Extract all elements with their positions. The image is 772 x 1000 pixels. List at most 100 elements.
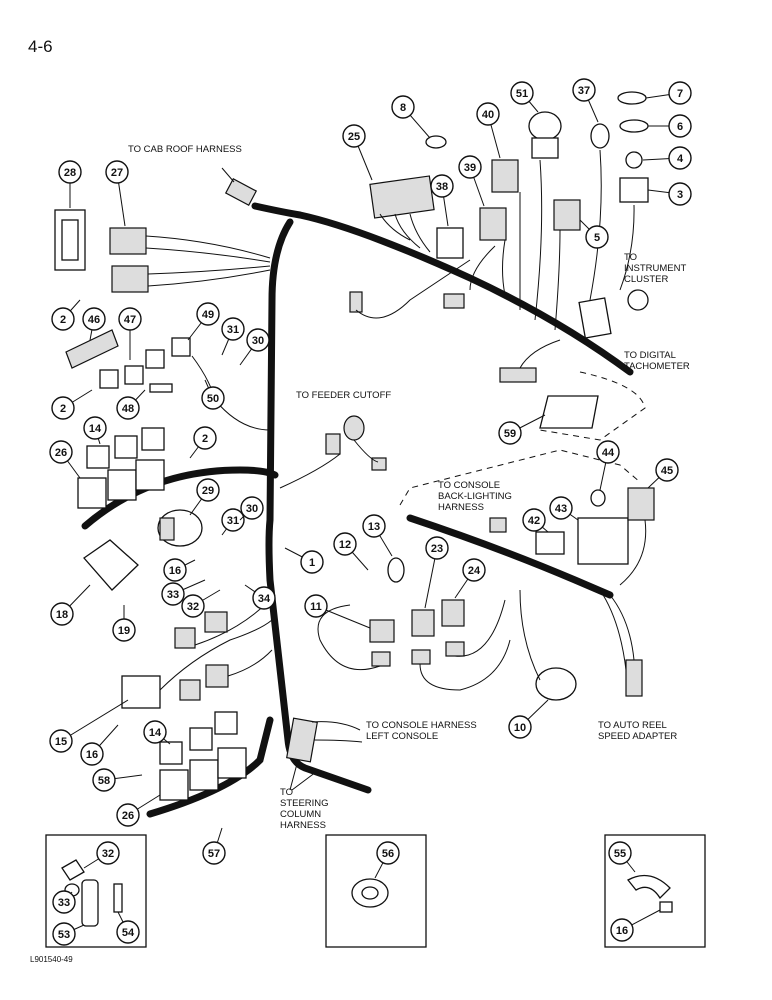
part-49-relay (171, 337, 191, 357)
callout-circle (196, 302, 220, 326)
callout-number: 14 (89, 423, 102, 435)
part-15-module (121, 675, 161, 709)
callout-number: 29 (202, 485, 214, 497)
part-51-switch (528, 111, 562, 141)
callout-26: 26 (49, 440, 81, 479)
callout-number: 31 (227, 324, 239, 336)
callout-53: 53 (52, 922, 85, 946)
callout-31: 31 (221, 508, 245, 536)
part-5-switch (553, 199, 581, 231)
callout-number: 1 (309, 557, 315, 569)
callout-49: 49 (187, 302, 220, 341)
label-steering-column: TO STEERING COLUMN HARNESS (280, 787, 329, 831)
svg-text:BACK-LIGHTING: BACK-LIGHTING (438, 491, 512, 502)
svg-text:CLUSTER: CLUSTER (624, 274, 668, 285)
callout-circle (655, 458, 679, 482)
callout-26: 26 (116, 794, 161, 827)
callout-circle (83, 416, 107, 440)
callout-25: 25 (342, 124, 373, 181)
callout-circle (252, 586, 276, 610)
callout-2: 2 (51, 389, 93, 420)
callout-number: 16 (86, 749, 98, 761)
callout-3: 3 (647, 182, 692, 206)
part-40-switch (491, 159, 519, 193)
callout-number: 26 (122, 810, 134, 822)
callout-circle (96, 841, 120, 865)
dashed-link-backlight (399, 449, 641, 506)
svg-text:LEFT CONSOLE: LEFT CONSOLE (366, 731, 438, 742)
callout-number: 12 (339, 539, 351, 551)
part-55-clamp (627, 874, 671, 900)
callout-number: 50 (207, 393, 219, 405)
part-48-bar (149, 383, 173, 393)
callout-circle (221, 317, 245, 341)
callout-number: 11 (310, 601, 322, 613)
callout-number: 10 (514, 722, 526, 734)
callout-number: 25 (348, 131, 360, 143)
callout-circle (221, 508, 245, 532)
callout-circle (510, 81, 534, 105)
callout-number: 23 (431, 543, 443, 555)
label-digital-tachometer: TO DIGITAL TACHOMETER (624, 350, 690, 372)
callout-circle (668, 81, 692, 105)
callout-47: 47 (118, 307, 142, 360)
callout-number: 54 (122, 927, 135, 939)
callout-circle (193, 426, 217, 450)
part-37-lamp (590, 123, 610, 149)
callout-number: 38 (436, 181, 448, 193)
part-38-connector (436, 227, 464, 259)
part-11-switch (369, 619, 395, 643)
callout-number: 15 (55, 736, 67, 748)
instrument-cluster-connector (578, 297, 612, 339)
callout-circle (49, 440, 73, 464)
callout-31: 31 (221, 317, 245, 356)
callout-42: 42 (522, 508, 549, 533)
callout-number: 16 (616, 925, 628, 937)
callout-circle (112, 618, 136, 642)
callout-32: 32 (83, 841, 120, 869)
callout-number: 57 (208, 848, 220, 860)
label-cab-roof: TO CAB ROOF HARNESS (128, 144, 242, 155)
callout-number: 33 (167, 589, 179, 601)
part-18-cover (83, 539, 139, 591)
callout-number: 2 (60, 403, 66, 415)
callout-number: 48 (122, 403, 134, 415)
callout-circle (196, 478, 220, 502)
callout-number: 49 (202, 309, 214, 321)
callout-circle (80, 742, 104, 766)
callout-46: 46 (82, 307, 106, 341)
callout-leader (60, 699, 129, 742)
tachometer-connector (627, 289, 649, 311)
callout-33: 33 (161, 579, 206, 606)
callout-11: 11 (304, 594, 371, 629)
label-feeder-cutoff: TO FEEDER CUTOFF (296, 390, 391, 401)
callout-2: 2 (189, 426, 217, 459)
callout-number: 5 (594, 232, 600, 244)
callout-30: 30 (239, 496, 264, 521)
callout-number: 42 (528, 515, 540, 527)
callout-56: 56 (374, 841, 400, 879)
part-45-switch (627, 487, 655, 521)
callout-24: 24 (454, 558, 486, 599)
callout-circle (508, 715, 532, 739)
callout-number: 55 (614, 848, 626, 860)
callout-14: 14 (143, 720, 171, 745)
svg-text:HARNESS: HARNESS (438, 502, 484, 513)
part-46-strip (65, 329, 119, 369)
left-console-connector (286, 717, 318, 763)
callout-28: 28 (58, 160, 82, 208)
figure-id: L901540-49 (30, 955, 73, 964)
callout-circle (52, 890, 76, 914)
callout-number: 34 (258, 593, 271, 605)
callout-circle (58, 160, 82, 184)
callout-circle (668, 182, 692, 206)
callout-number: 7 (677, 88, 683, 100)
callout-number: 30 (246, 503, 258, 515)
callout-number: 30 (252, 335, 264, 347)
callout-39: 39 (458, 155, 485, 207)
callout-circle (425, 536, 449, 560)
callout-5: 5 (579, 219, 609, 249)
callout-32: 32 (181, 589, 221, 618)
callout-number: 56 (382, 848, 394, 860)
callout-59: 59 (498, 414, 546, 445)
